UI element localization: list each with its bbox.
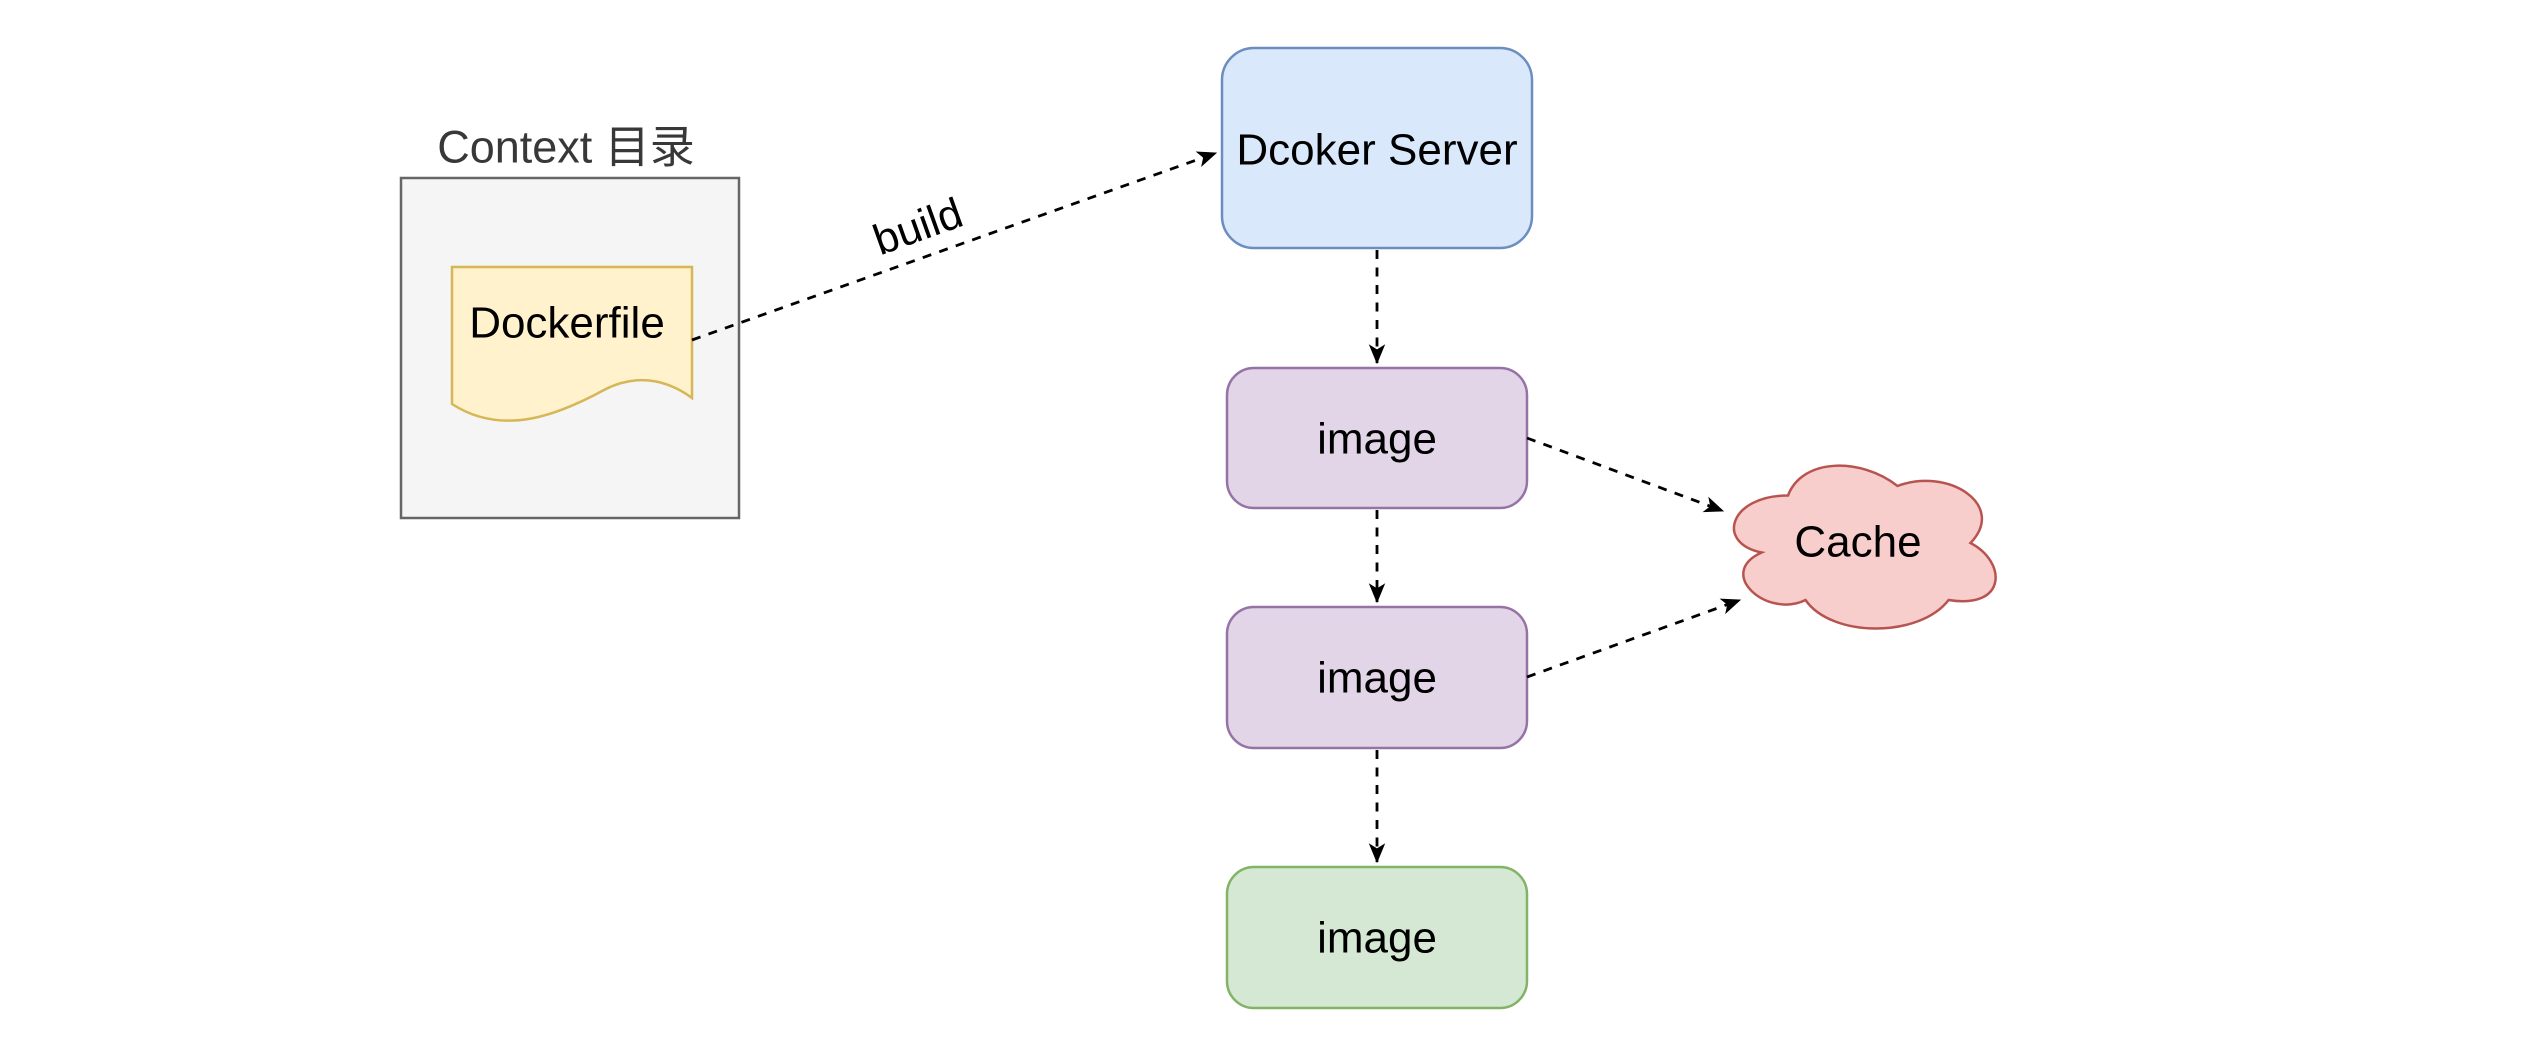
context-group-title: Context 目录 — [437, 122, 695, 173]
image-node-1-label: image — [1317, 415, 1437, 464]
edge-image2-to-cache — [1526, 598, 1742, 679]
docker-server-node — [1220, 46, 1534, 250]
build-edge-label: build — [867, 189, 969, 265]
image-node-3-label: image — [1317, 914, 1437, 963]
image-node-2 — [1225, 605, 1529, 750]
dockerfile-label: Dockerfile — [469, 299, 665, 348]
cache-cloud — [1732, 464, 1997, 630]
cache-label: Cache — [1794, 518, 1921, 567]
image-node-3 — [1225, 865, 1529, 1010]
edge-image1-to-cache — [1526, 436, 1725, 513]
image-node-2-label: image — [1317, 654, 1437, 703]
docker-server-label: Dcoker Server — [1236, 126, 1517, 175]
edge-build-arrow — [691, 151, 1218, 342]
dockerfile-document — [450, 265, 694, 422]
